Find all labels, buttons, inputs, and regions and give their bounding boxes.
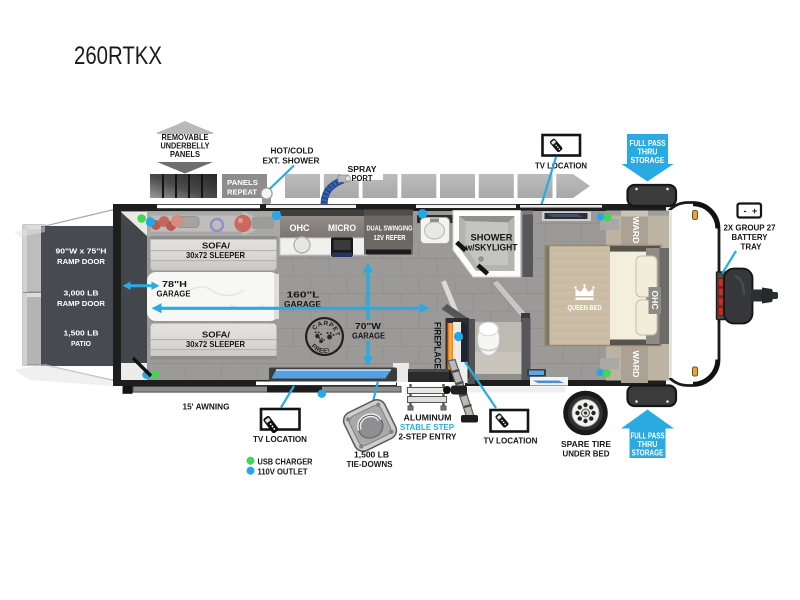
svg-text:ALUMINUM: ALUMINUM bbox=[404, 412, 452, 422]
svg-text:FULL PASS: FULL PASS bbox=[630, 139, 666, 148]
svg-text:SOFA/: SOFA/ bbox=[202, 329, 231, 339]
svg-text:PANELS: PANELS bbox=[227, 178, 258, 187]
svg-text:30x72 SLEEPER: 30x72 SLEEPER bbox=[186, 339, 245, 349]
svg-text:2-STEP ENTRY: 2-STEP ENTRY bbox=[399, 431, 457, 441]
svg-text:THRU: THRU bbox=[638, 440, 658, 449]
svg-text:MICRO: MICRO bbox=[328, 223, 356, 233]
svg-text:GARAGE: GARAGE bbox=[157, 288, 191, 298]
svg-text:BATTERY: BATTERY bbox=[732, 232, 768, 242]
svg-text:EXT. SHOWER: EXT. SHOWER bbox=[263, 156, 321, 166]
svg-text:1,500 LB: 1,500 LB bbox=[354, 450, 389, 460]
svg-text:30x72 SLEEPER: 30x72 SLEEPER bbox=[186, 250, 245, 260]
svg-text:PATIO: PATIO bbox=[71, 339, 91, 348]
svg-text:UNDERBELLY: UNDERBELLY bbox=[161, 142, 210, 151]
svg-text:TRAY: TRAY bbox=[741, 241, 762, 251]
svg-text:DUAL SWINGING: DUAL SWINGING bbox=[367, 224, 413, 233]
svg-text:OHC: OHC bbox=[290, 223, 311, 233]
svg-text:w/SKYLIGHT: w/SKYLIGHT bbox=[465, 242, 519, 252]
svg-text:160"L: 160"L bbox=[287, 290, 320, 300]
svg-text:SPARE TIRE: SPARE TIRE bbox=[561, 439, 611, 449]
svg-text:2X GROUP 27: 2X GROUP 27 bbox=[724, 222, 776, 232]
svg-text:THRU: THRU bbox=[638, 148, 658, 157]
svg-text:TV LOCATION: TV LOCATION bbox=[253, 435, 307, 444]
svg-text:3,000 LB: 3,000 LB bbox=[64, 289, 100, 298]
svg-text:70"W: 70"W bbox=[355, 321, 382, 331]
svg-text:TIE-DOWNS: TIE-DOWNS bbox=[347, 459, 393, 469]
svg-text:SOFA/: SOFA/ bbox=[202, 241, 231, 251]
svg-text:QUEEN BED: QUEEN BED bbox=[568, 303, 602, 312]
svg-text:REPEAT: REPEAT bbox=[227, 188, 257, 197]
svg-text:USB CHARGER: USB CHARGER bbox=[258, 456, 313, 466]
svg-text:SPRAY: SPRAY bbox=[348, 164, 377, 174]
svg-text:TV LOCATION: TV LOCATION bbox=[484, 437, 538, 446]
svg-text:PORT: PORT bbox=[352, 173, 374, 183]
svg-text:TV LOCATION: TV LOCATION bbox=[535, 162, 587, 171]
svg-text:GARAGE: GARAGE bbox=[352, 330, 385, 340]
svg-text:110V OUTLET: 110V OUTLET bbox=[258, 466, 309, 476]
svg-text:260RTKX: 260RTKX bbox=[74, 42, 162, 70]
svg-text:SHOWER: SHOWER bbox=[471, 233, 514, 243]
svg-text:FIREPLACE: FIREPLACE bbox=[433, 322, 443, 369]
svg-text:WARD: WARD bbox=[631, 351, 640, 378]
svg-text:15' AWNING: 15' AWNING bbox=[183, 403, 230, 412]
svg-text:STABLE STEP: STABLE STEP bbox=[400, 422, 454, 432]
svg-text:1,500 LB: 1,500 LB bbox=[64, 329, 100, 338]
svg-text:90"W x 75"H: 90"W x 75"H bbox=[56, 247, 107, 256]
svg-text:RAMP DOOR: RAMP DOOR bbox=[57, 299, 106, 308]
svg-text:FULL PASS: FULL PASS bbox=[631, 432, 666, 441]
svg-text:REMOVABLE: REMOVABLE bbox=[162, 133, 209, 142]
svg-text:GARAGE: GARAGE bbox=[284, 299, 321, 309]
svg-text:-: - bbox=[744, 206, 747, 216]
svg-text:OHC: OHC bbox=[650, 291, 659, 310]
svg-text:78"H: 78"H bbox=[162, 279, 187, 289]
svg-text:STORAGE: STORAGE bbox=[632, 449, 665, 458]
svg-text:PANELS: PANELS bbox=[170, 150, 200, 159]
svg-text:+: + bbox=[752, 206, 757, 216]
svg-text:RAMP DOOR: RAMP DOOR bbox=[57, 257, 106, 266]
svg-text:WARD: WARD bbox=[631, 217, 640, 244]
svg-text:UNDER BED: UNDER BED bbox=[563, 448, 610, 458]
svg-text:HOT/COLD: HOT/COLD bbox=[271, 146, 314, 156]
svg-text:STORAGE: STORAGE bbox=[631, 156, 665, 165]
svg-text:12V REFER: 12V REFER bbox=[374, 233, 407, 242]
